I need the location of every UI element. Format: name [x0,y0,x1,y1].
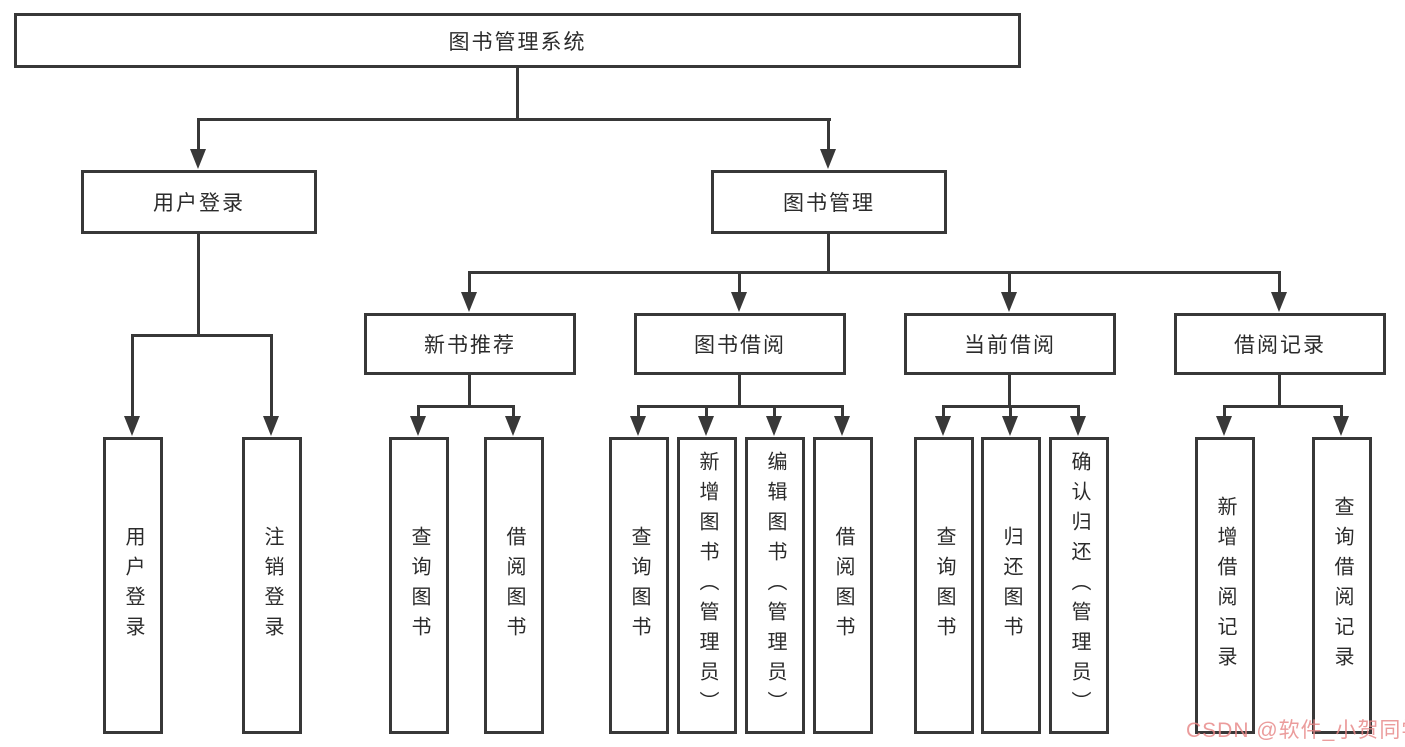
arrow-down-icon [1001,273,1017,312]
connector-borrow-records-branch [1223,405,1343,408]
leaf-borrow-books-recommend-label: 借阅图书 [503,525,525,646]
connector-current-borrow-branch [942,405,1080,408]
connector-book-borrow-branch [637,405,844,408]
node-current-borrow: 当前借阅 [904,313,1116,375]
arrow-down-icon [190,120,206,169]
arrow-down-icon [834,407,850,436]
leaf-user-login: 用户登录 [103,437,163,734]
connector-book-management-stem [827,234,830,272]
node-new-book-recommend: 新书推荐 [364,313,576,375]
leaf-query-borrow-record: 查询借阅记录 [1312,437,1372,734]
arrow-down-icon [935,407,951,436]
leaf-edit-book-admin-label: 编辑图书（管理员） [764,450,786,721]
arrow-down-icon [1271,273,1287,312]
connector-user-login-stem [197,234,200,335]
arrow-down-icon [731,273,747,312]
arrow-down-icon [1070,407,1086,436]
leaf-borrow-books-recommend: 借阅图书 [484,437,544,734]
leaf-query-books-borrow-label: 查询图书 [628,525,650,646]
connector-new-book-branch [417,405,515,408]
connector-book-borrow-stem [738,375,741,406]
csdn-watermark: CSDN @软件_小贺同学 [1186,719,1405,742]
leaf-confirm-return-admin-label: 确认归还（管理员） [1068,450,1090,721]
arrow-down-icon [263,336,279,436]
arrow-down-icon [698,407,714,436]
leaf-query-books-current-label: 查询图书 [933,525,955,646]
arrow-down-icon [630,407,646,436]
arrow-down-icon [1333,407,1349,436]
node-book-borrow: 图书借阅 [634,313,846,375]
node-book-management-label: 图书管理 [783,192,875,215]
node-book-management: 图书管理 [711,170,947,234]
connector-new-book-stem [468,375,471,406]
arrow-down-icon [124,336,140,436]
arrow-down-icon [1216,407,1232,436]
connector-root-branch [197,118,831,121]
arrow-down-icon [410,407,426,436]
connector-current-borrow-stem [1008,375,1011,406]
leaf-logout-label: 注销登录 [261,525,283,646]
leaf-add-borrow-record-label: 新增借阅记录 [1214,495,1236,676]
node-library-system-label: 图书管理系统 [448,30,587,54]
node-current-borrow-label: 当前借阅 [964,334,1056,357]
node-user-login: 用户登录 [81,170,317,234]
leaf-return-book-label: 归还图书 [1000,525,1022,646]
leaf-query-books-recommend-label: 查询图书 [408,525,430,646]
connector-borrow-records-stem [1278,375,1281,406]
leaf-add-book-admin-label: 新增图书（管理员） [696,450,718,721]
leaf-borrow-books-borrow: 借阅图书 [813,437,873,734]
leaf-return-book: 归还图书 [981,437,1041,734]
arrow-down-icon [766,407,782,436]
connector-book-management-branch [468,271,1281,274]
arrow-down-icon [1002,407,1018,436]
node-borrow-records-label: 借阅记录 [1234,334,1326,357]
node-user-login-label: 用户登录 [153,192,245,215]
leaf-add-borrow-record: 新增借阅记录 [1195,437,1255,734]
node-borrow-records: 借阅记录 [1174,313,1386,375]
connector-user-login-branch [131,334,273,337]
leaf-query-borrow-record-label: 查询借阅记录 [1331,495,1353,676]
leaf-borrow-books-borrow-label: 借阅图书 [832,525,854,646]
leaf-query-books-borrow: 查询图书 [609,437,669,734]
arrow-down-icon [461,273,477,312]
arrow-down-icon [820,120,836,169]
leaf-edit-book-admin: 编辑图书（管理员） [745,437,805,734]
leaf-query-books-recommend: 查询图书 [389,437,449,734]
leaf-logout: 注销登录 [242,437,302,734]
node-new-book-recommend-label: 新书推荐 [424,334,516,357]
leaf-query-books-current: 查询图书 [914,437,974,734]
connector-root-stem [516,67,519,120]
leaf-confirm-return-admin: 确认归还（管理员） [1049,437,1109,734]
leaf-user-login-label: 用户登录 [122,525,144,646]
arrow-down-icon [505,407,521,436]
node-library-system: 图书管理系统 [14,13,1021,68]
node-book-borrow-label: 图书借阅 [694,334,786,357]
leaf-add-book-admin: 新增图书（管理员） [677,437,737,734]
